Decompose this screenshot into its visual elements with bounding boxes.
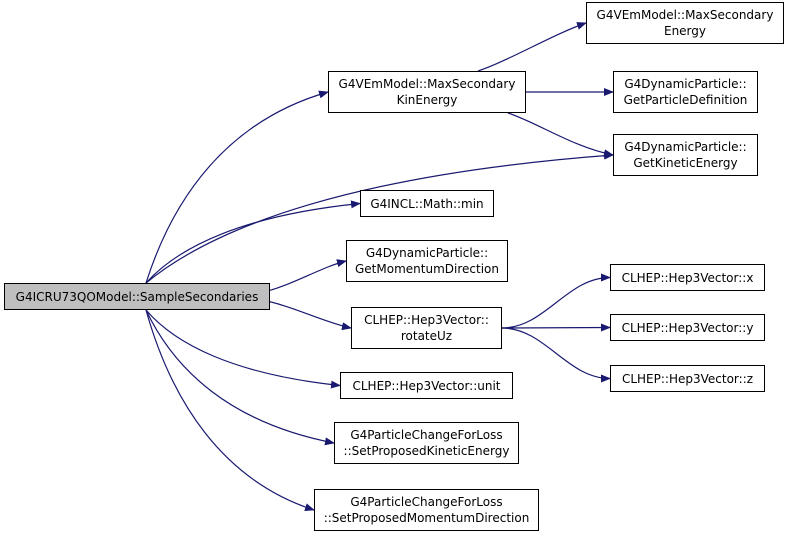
node-label: CLHEP::Hep3Vector::y xyxy=(621,320,754,335)
node-label: G4ICRU73QOModel::SampleSecondaries xyxy=(15,289,259,304)
edge-rotate_uz-to-vz xyxy=(501,327,611,383)
edge-root-to-get_momdir xyxy=(259,259,347,294)
edge-root-to-math_min xyxy=(145,200,361,284)
node-set-proposed-kinetic-energy[interactable]: G4ParticleChangeForLoss ::SetProposedKin… xyxy=(334,422,519,464)
node-hep3vector-unit[interactable]: CLHEP::Hep3Vector::unit xyxy=(340,372,513,399)
node-label: CLHEP::Hep3Vector::z xyxy=(621,371,754,386)
node-label: G4ParticleChangeForLoss ::SetProposedKin… xyxy=(343,428,510,458)
node-hep3vector-y[interactable]: CLHEP::Hep3Vector::y xyxy=(610,314,765,341)
edge-root-to-set_ke xyxy=(145,309,335,446)
node-get-particle-definition[interactable]: G4DynamicParticle:: GetParticleDefinitio… xyxy=(613,71,758,113)
edge-root-to-max_sec_kin xyxy=(145,90,329,284)
edge-root-to-set_momdir xyxy=(145,309,315,512)
node-rotate-uz[interactable]: CLHEP::Hep3Vector:: rotateUz xyxy=(351,307,502,349)
node-label: G4ParticleChangeForLoss ::SetProposedMom… xyxy=(323,495,530,525)
node-get-momentum-direction[interactable]: G4DynamicParticle:: GetMomentumDirection xyxy=(346,240,508,282)
edge-max_sec_kin-to-max_sec xyxy=(477,22,587,72)
node-sample-secondaries[interactable]: G4ICRU73QOModel::SampleSecondaries xyxy=(4,283,270,310)
edge-max_sec_kin-to-get_ke xyxy=(507,112,614,158)
node-label: G4DynamicParticle:: GetParticleDefinitio… xyxy=(623,77,748,107)
node-hep3vector-z[interactable]: CLHEP::Hep3Vector::z xyxy=(610,365,765,392)
node-label: CLHEP::Hep3Vector::x xyxy=(621,270,754,285)
node-get-kinetic-energy[interactable]: G4DynamicParticle:: GetKineticEnergy xyxy=(613,134,758,176)
node-label: G4INCL::Math::min xyxy=(370,196,484,211)
node-max-secondary-kin-energy[interactable]: G4VEmModel::MaxSecondary KinEnergy xyxy=(328,71,526,113)
edge-rotate_uz-to-vx xyxy=(501,273,611,329)
edge-rotate_uz-to-vy xyxy=(501,323,611,332)
edge-root-to-get_ke xyxy=(145,151,614,284)
node-max-secondary-energy[interactable]: G4VEmModel::MaxSecondary Energy xyxy=(586,2,784,44)
node-label: G4VEmModel::MaxSecondary KinEnergy xyxy=(338,77,516,107)
node-set-proposed-momentum-direction[interactable]: G4ParticleChangeForLoss ::SetProposedMom… xyxy=(314,489,539,531)
node-label: CLHEP::Hep3Vector:: rotateUz xyxy=(364,313,489,343)
node-label: G4VEmModel::MaxSecondary Energy xyxy=(596,8,774,38)
edge-root-to-unit xyxy=(145,309,341,389)
node-label: G4DynamicParticle:: GetMomentumDirection xyxy=(355,246,499,276)
node-math-min[interactable]: G4INCL::Math::min xyxy=(360,190,494,217)
node-label: G4DynamicParticle:: GetKineticEnergy xyxy=(624,140,747,170)
edge-root-to-rotate_uz xyxy=(259,299,352,331)
node-hep3vector-x[interactable]: CLHEP::Hep3Vector::x xyxy=(610,264,765,291)
node-label: CLHEP::Hep3Vector::unit xyxy=(352,378,501,393)
